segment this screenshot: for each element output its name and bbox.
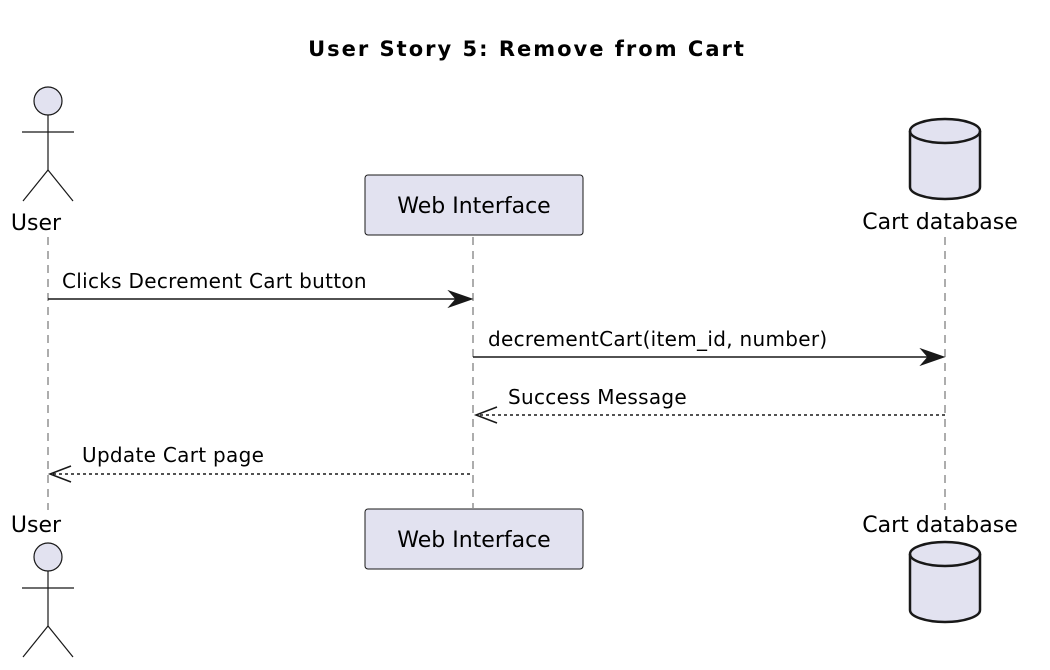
message-1-arrowhead [447, 289, 474, 309]
message-4: Update Cart page [47, 443, 470, 483]
database-top-rim [908, 553, 982, 568]
database-cart-bottom [908, 540, 982, 624]
message-4-label: Update Cart page [82, 443, 264, 467]
participant-label-user-top: User [11, 211, 62, 236]
diagram-title: User Story 5: Remove from Cart [308, 37, 746, 61]
actor-head [33, 86, 63, 116]
participant-label-web-interface-top: Web Interface [397, 194, 550, 219]
actor-user-top [22, 86, 74, 202]
participant-label-cart-database-top: Cart database [862, 210, 1018, 235]
message-3: Success Message [473, 385, 945, 424]
actor-leg-left [22, 625, 49, 658]
actor-leg-right [47, 169, 74, 202]
message-4-arrowhead [47, 465, 72, 483]
actor-user-bottom [22, 542, 74, 658]
message-3-arrowhead [473, 406, 498, 424]
message-1-label: Clicks Decrement Cart button [62, 269, 367, 293]
actor-leg-left [22, 169, 49, 202]
message-3-label: Success Message [508, 385, 687, 409]
message-1: Clicks Decrement Cart button [48, 269, 474, 309]
actor-leg-right [47, 625, 74, 658]
participant-box-web-interface-bottom [364, 508, 584, 570]
actor-head [33, 542, 63, 572]
participant-label-web-interface-bottom: Web Interface [397, 528, 550, 553]
participant-label-cart-database-bottom: Cart database [862, 513, 1018, 538]
database-top-rim [908, 130, 982, 145]
message-2: decrementCart(item_id, number) [473, 327, 946, 367]
database-cylinder [908, 540, 982, 624]
database-cart-top [908, 117, 982, 201]
message-2-arrowhead [919, 347, 946, 367]
participant-label-user-bottom: User [11, 513, 62, 538]
database-cylinder [908, 117, 982, 201]
message-2-label: decrementCart(item_id, number) [488, 327, 828, 351]
participant-box-web-interface-top [364, 174, 584, 236]
